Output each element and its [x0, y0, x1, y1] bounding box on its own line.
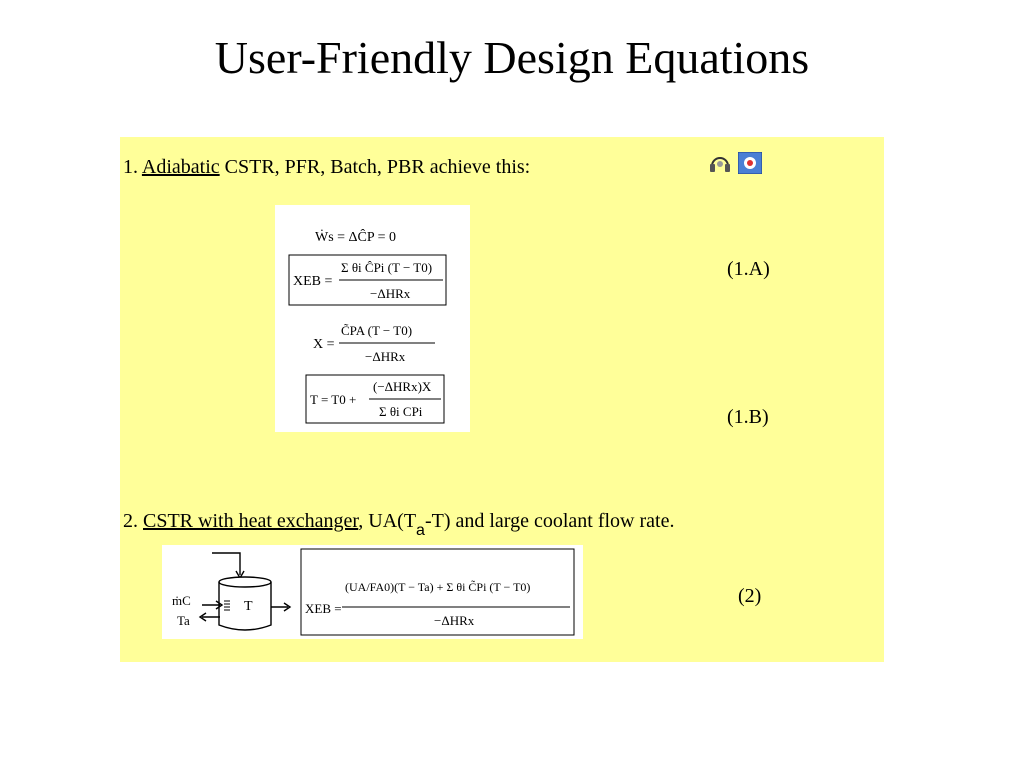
item1-keyword: Adiabatic	[141, 156, 220, 178]
eq2-den: −ΔHRx	[434, 613, 475, 628]
coolant-mc-label: ṁC	[172, 593, 191, 608]
eq-label-1a: (1.A)	[727, 258, 770, 280]
item2-subscript: a	[416, 522, 425, 539]
eq-xeb-lhs: XEB =	[293, 274, 333, 289]
cstr-diagram-equation: T ṁC Ta XEB = (UA/FA0)(T − Ta) + Σ θi C̃…	[172, 548, 575, 636]
headphones-icon[interactable]	[708, 152, 732, 174]
item1-number: 1.	[123, 156, 138, 178]
adiabatic-equations: Ẇs = ΔĈP = 0 XEB = Σ θi ĈPi (T − T0) −ΔH…	[288, 228, 447, 424]
heat-exchanger-box: T ṁC Ta XEB = (UA/FA0)(T − Ta) + Σ θi C̃…	[162, 545, 583, 639]
speaker-icon[interactable]	[738, 152, 762, 174]
eq2-lhs: XEB =	[305, 601, 342, 616]
item2-number: 2.	[123, 510, 138, 532]
item2-text-post: -T) and large coolant flow rate.	[424, 510, 675, 532]
item2-heading: 2. CSTR with heat exchanger, UA(Ta-T) an…	[123, 510, 675, 539]
media-icons	[708, 152, 762, 174]
item2-text-pre: , UA(T	[358, 510, 417, 532]
eq-t-lhs: T = T0 +	[310, 392, 356, 407]
content-panel: 1. Adiabatic CSTR, PFR, Batch, PBR achie…	[120, 137, 884, 662]
slide-title: User-Friendly Design Equations	[214, 32, 810, 83]
eq-label-1b: (1.B)	[727, 406, 769, 428]
item1-heading: 1. Adiabatic CSTR, PFR, Batch, PBR achie…	[123, 156, 530, 179]
eq-xeb-num: Σ θi ĈPi (T − T0)	[341, 260, 432, 275]
eq-t-num: (−ΔHRx)X	[373, 379, 432, 394]
item1-text: CSTR, PFR, Batch, PBR achieve this:	[219, 156, 531, 178]
eq-label-2: (2)	[738, 585, 762, 607]
eq2-num: (UA/FA0)(T − Ta) + Σ θi C̃Pi (T − T0)	[345, 580, 530, 594]
eq-x-lhs: X =	[313, 337, 335, 352]
item2-keyword: CSTR with heat exchanger	[143, 510, 359, 532]
eq-x-den: −ΔHRx	[365, 349, 406, 364]
adiabatic-equations-box: Ẇs = ΔĈP = 0 XEB = Σ θi ĈPi (T − T0) −ΔH…	[275, 205, 470, 432]
eq-xeb-den: −ΔHRx	[370, 286, 411, 301]
eq-x-num: C̃PA (T − T0)	[341, 323, 412, 338]
eq-t-den: Σ θi CPi	[379, 404, 423, 419]
coolant-ta-label: Ta	[177, 613, 190, 628]
tank-t-label: T	[244, 599, 253, 614]
eq-ws: Ẇs = ΔĈP = 0	[315, 228, 396, 245]
